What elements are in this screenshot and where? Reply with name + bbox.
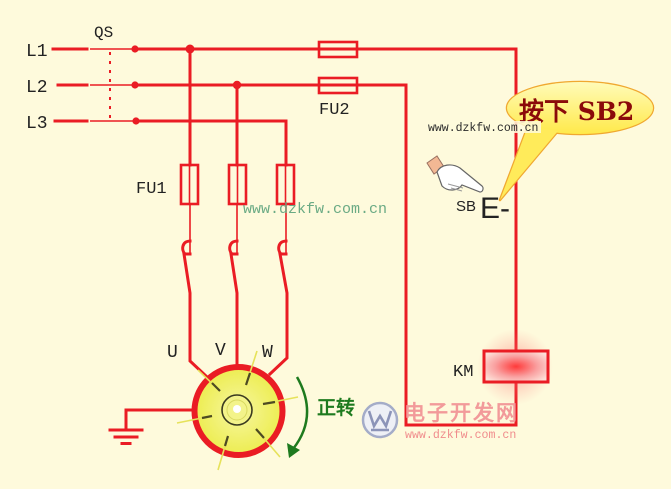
callout-tail (500, 126, 558, 200)
rotation-arc (292, 376, 309, 450)
fuse-label-fu2: FU2 (319, 101, 350, 120)
watermark-logo-text: 电子开发网 (404, 401, 519, 425)
curved-arrow-icon (287, 376, 309, 458)
line-label-l1: L1 (26, 42, 48, 62)
watermark-callout-bg (427, 121, 541, 133)
hand-fingers (447, 183, 464, 192)
fuse-label-fu1: FU1 (136, 180, 167, 199)
logo-watermark: 电子开发网 www.dzkfw.com.cn (361, 401, 519, 442)
wire-control-loop (133, 47, 518, 427)
coil-label-km: KM (453, 363, 473, 382)
switch-label-qs: QS (94, 24, 113, 42)
rotation-arrowhead (287, 443, 300, 458)
watermark-logo-url: www.dzkfw.com.cn (405, 429, 516, 442)
contact-w-blade (267, 252, 289, 377)
junction-l2 (232, 80, 242, 90)
push-button-sb2: SB E- (456, 192, 510, 225)
motor-ray-inner (255, 428, 265, 439)
contact-v-hook (228, 239, 239, 256)
line-label-l2: L2 (26, 78, 48, 98)
contact-u-blade (182, 252, 210, 380)
ground-icon (108, 408, 195, 445)
motor-ray-inner (223, 435, 230, 447)
supply-lines: L1 L2 L3 (26, 42, 89, 134)
motor-terminal-u: U (167, 343, 178, 363)
logo-w-icon (361, 401, 399, 439)
motor-ray-inner (244, 372, 252, 386)
main-fuses-fu1: FU1 (136, 163, 296, 206)
motor-ray-inner (201, 414, 213, 420)
hand-pointer-icon (426, 155, 484, 193)
motor-terminal-w: W (262, 343, 273, 363)
control-fuses-fu2: FU2 (317, 40, 359, 120)
motor-hub-ring (226, 399, 248, 421)
junction-l1 (185, 44, 195, 54)
callout-bubble: 按下 SB2 (498, 80, 655, 202)
hand-glove (436, 164, 484, 193)
km-main-contacts (181, 204, 289, 380)
busbars (133, 44, 518, 427)
motor-terminal-v: V (215, 341, 226, 361)
motor-rotation-rays (176, 350, 299, 471)
motor-ray-inner (262, 400, 276, 406)
watermark-center: www.dzkfw.com.cn (243, 201, 387, 218)
button-label-sb: SB (456, 198, 476, 215)
motor-shaft (233, 405, 241, 413)
contact-u-hook (181, 239, 192, 256)
rotation-label: 正转 (317, 396, 355, 419)
wire-l3-branch (134, 119, 288, 167)
contact-w-hook (277, 239, 288, 256)
watermark-callout: www.dzkfw.com.cn (428, 122, 538, 135)
contact-v-blade (229, 252, 239, 367)
callout-fill (507, 82, 653, 134)
coil-body (482, 349, 550, 384)
main-switch-qs: QS (90, 24, 140, 125)
ground-wire (124, 408, 195, 432)
logo-w-glyph (367, 410, 393, 430)
motor-ray-inner (211, 382, 221, 392)
contactor-coil-km: KM (453, 329, 553, 405)
button-symbol: E- (480, 192, 510, 225)
motor (176, 350, 299, 471)
line-label-l3: L3 (26, 114, 48, 134)
